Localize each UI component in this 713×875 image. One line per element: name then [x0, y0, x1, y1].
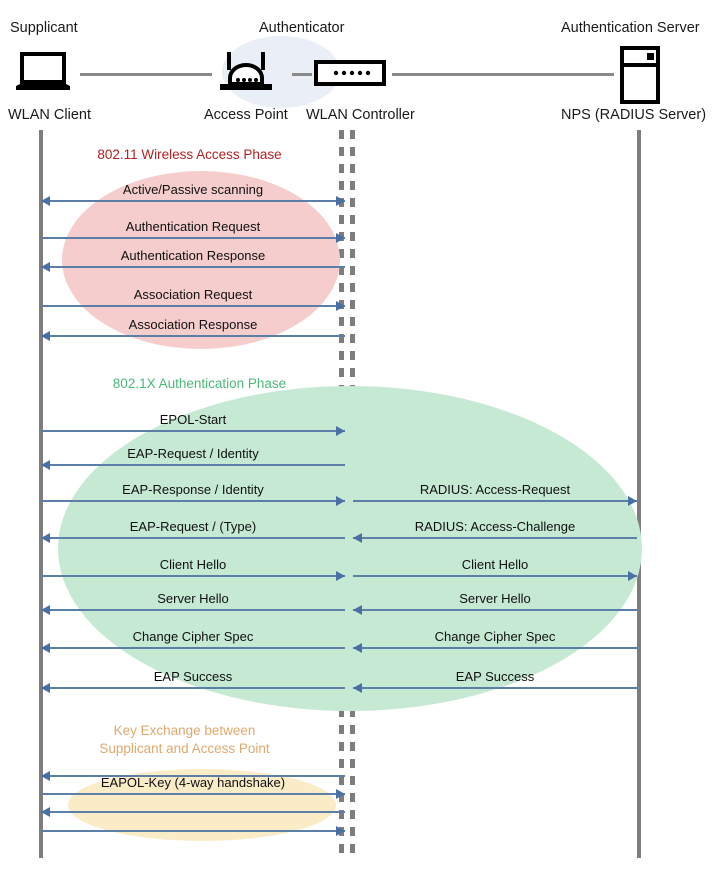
message-arrow	[41, 500, 345, 502]
message-arrow	[41, 430, 345, 432]
message-label: Association Response	[128, 317, 258, 332]
message-arrow	[41, 537, 345, 539]
message-arrow	[41, 647, 345, 649]
arrow-head-right	[628, 496, 637, 506]
node-label-nps-server: NPS (RADIUS Server)	[561, 107, 707, 123]
message-label: Server Hello	[157, 591, 229, 606]
arrow-head-left	[41, 460, 50, 470]
arrow-head-right	[336, 789, 345, 799]
phase-label-key-line1: Key Exchange between	[113, 723, 256, 738]
message-arrow	[353, 687, 637, 689]
message-label: Client Hello	[461, 557, 529, 572]
message-arrow	[41, 575, 345, 577]
phase-ellipse-8021x	[58, 386, 642, 711]
message-label: Change Cipher Spec	[434, 629, 556, 644]
connector-ap-controller	[292, 73, 312, 76]
message-arrow	[41, 266, 345, 268]
message-arrow	[41, 830, 345, 832]
node-label-wlan-controller: WLAN Controller	[306, 107, 415, 123]
message-label: EPOL-Start	[159, 412, 227, 427]
message-label: Active/Passive scanning	[122, 182, 264, 197]
message-label: EAPOL-Key (4-way handshake)	[100, 775, 286, 790]
server-icon	[620, 46, 660, 109]
message-arrow	[41, 335, 345, 337]
message-arrow	[41, 609, 345, 611]
connector-client-ap	[80, 73, 212, 76]
arrow-head-left	[41, 807, 50, 817]
message-arrow	[353, 575, 637, 577]
arrow-head-right	[628, 571, 637, 581]
phase-label-80211: 802.11 Wireless Access Phase	[97, 147, 282, 162]
laptop-icon	[12, 52, 74, 99]
message-arrow	[41, 811, 345, 813]
phase-label-key-line2: Supplicant and Access Point	[99, 741, 270, 756]
arrow-head-left	[353, 683, 362, 693]
arrow-head-right	[336, 233, 345, 243]
message-arrow	[41, 464, 345, 466]
message-label: Server Hello	[459, 591, 531, 606]
message-label: Change Cipher Spec	[132, 629, 254, 644]
arrow-head-left	[41, 331, 50, 341]
connector-controller-server	[392, 73, 614, 76]
message-arrow	[41, 305, 345, 307]
role-title-authenticator: Authenticator	[259, 20, 345, 36]
access-point-icon	[216, 48, 276, 101]
message-arrow	[353, 500, 637, 502]
message-label: RADIUS: Access-Request	[419, 482, 571, 497]
arrow-head-left	[353, 643, 362, 653]
message-arrow	[41, 793, 345, 795]
message-arrow	[353, 537, 637, 539]
message-label: EAP-Request / (Type)	[129, 519, 257, 534]
wlan-controller-icon	[314, 60, 386, 91]
message-label: Authentication Response	[120, 248, 266, 263]
arrow-head-right	[336, 571, 345, 581]
message-arrow	[41, 687, 345, 689]
message-label: EAP Success	[455, 669, 535, 684]
message-label: Association Request	[133, 287, 253, 302]
message-label: Client Hello	[159, 557, 227, 572]
message-arrow	[41, 200, 345, 202]
arrow-head-left	[41, 683, 50, 693]
role-title-supplicant: Supplicant	[10, 20, 78, 36]
lifeline-auth-server	[637, 130, 641, 858]
message-label: EAP-Request / Identity	[127, 446, 259, 461]
message-label: Authentication Request	[125, 219, 261, 234]
arrow-head-left	[41, 605, 50, 615]
lifeline-supplicant	[39, 130, 43, 858]
node-label-access-point: Access Point	[204, 107, 288, 123]
arrow-head-right	[336, 301, 345, 311]
arrow-head-right	[336, 196, 345, 206]
arrow-head-right	[336, 496, 345, 506]
message-arrow	[353, 647, 637, 649]
arrow-head-left	[353, 605, 362, 615]
arrow-head-left	[41, 533, 50, 543]
message-label: EAP-Response / Identity	[122, 482, 264, 497]
role-title-authserver: Authentication Server	[561, 20, 700, 36]
arrow-head-left	[353, 533, 362, 543]
message-label: RADIUS: Access-Challenge	[414, 519, 576, 534]
phase-ellipse-key	[68, 769, 336, 841]
arrow-head-right	[336, 826, 345, 836]
arrow-head-left	[41, 771, 50, 781]
phase-label-8021x: 802.1X Authentication Phase	[112, 376, 287, 391]
arrow-head-left	[41, 196, 50, 206]
arrow-head-right	[336, 426, 345, 436]
arrow-head-left	[41, 262, 50, 272]
message-arrow	[41, 237, 345, 239]
message-arrow	[41, 775, 345, 777]
message-label: EAP Success	[153, 669, 233, 684]
node-label-wlan-client: WLAN Client	[8, 107, 91, 123]
arrow-head-left	[41, 643, 50, 653]
message-arrow	[353, 609, 637, 611]
